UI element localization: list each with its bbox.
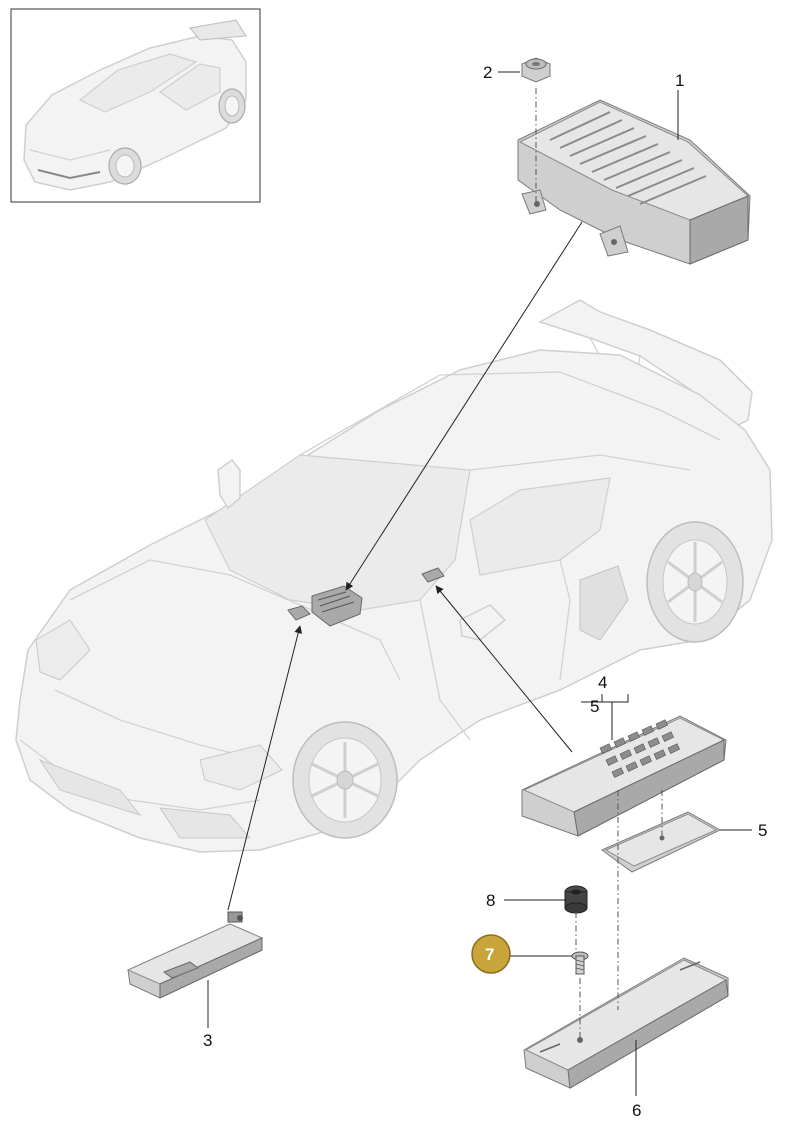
callout-2: 2 (483, 63, 492, 82)
control-unit-icon (517, 99, 751, 265)
callout-8: 8 (486, 891, 495, 910)
callout-6: 6 (632, 1101, 641, 1120)
remote-control-icon (521, 715, 727, 837)
bolt-icon (571, 951, 589, 975)
antenna-module-icon (126, 911, 264, 999)
callout-5-right: 5 (758, 821, 767, 840)
control-unit-icon-in-car (287, 567, 445, 627)
grommet-icon (564, 885, 588, 914)
callout-7-highlight: 7 (471, 934, 511, 974)
car-outline-icon (15, 299, 773, 853)
battery-cover-icon (601, 811, 722, 873)
hex-nut-icon (521, 57, 551, 83)
callout-4: 4 (598, 673, 607, 692)
callout-3: 3 (203, 1031, 212, 1050)
car-thumbnail-icon (10, 8, 261, 203)
callout-1: 1 (675, 71, 684, 90)
callout-7: 7 (485, 945, 494, 964)
remote-holder-icon (523, 957, 729, 1089)
callout-5-top: 5 (590, 697, 599, 716)
